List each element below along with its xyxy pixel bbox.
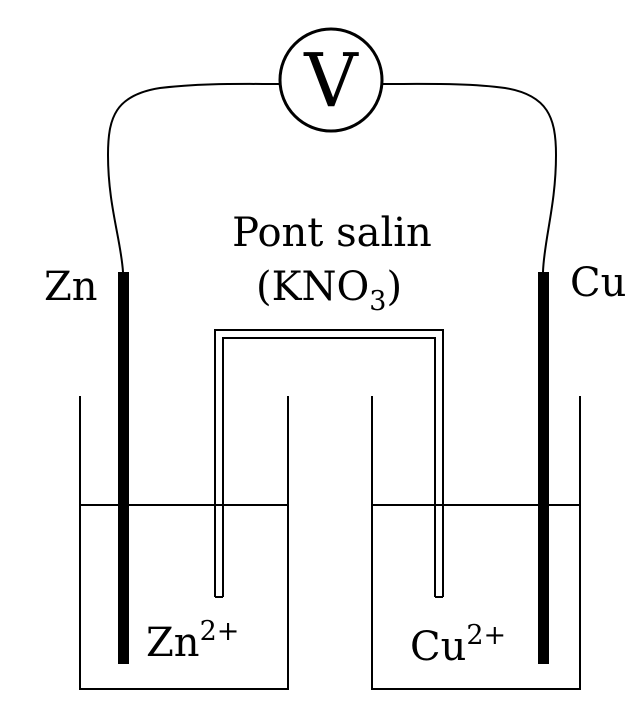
zinc-ion-base: Zn — [146, 620, 200, 666]
zinc-electrode-label: Zn — [44, 264, 98, 310]
beaker-left — [79, 396, 289, 690]
copper-ion-charge: 2+ — [466, 620, 506, 651]
beaker-left-wall — [79, 396, 289, 690]
wire-left — [106, 82, 281, 273]
voltmeter-symbol: V — [303, 38, 359, 124]
formula-open: (KNO — [256, 264, 369, 310]
salt-bridge-inner — [222, 337, 436, 597]
copper-ion-label: Cu2+ — [410, 620, 506, 670]
salt-bridge-title: Pont salin — [232, 210, 432, 256]
salt-bridge-formula: (KNO3) — [256, 264, 402, 317]
wire-right — [382, 82, 558, 273]
copper-electrode — [538, 272, 549, 664]
zinc-ion-charge: 2+ — [200, 616, 240, 647]
formula-close: ) — [386, 264, 402, 310]
copper-ion-base: Cu — [410, 624, 466, 670]
salt-bridge — [214, 329, 444, 598]
beaker-right-wall — [371, 396, 581, 690]
zinc-electrode — [118, 272, 129, 664]
formula-subscript: 3 — [369, 286, 386, 317]
zinc-ion-label: Zn2+ — [146, 616, 239, 666]
voltmeter-circle — [278, 27, 384, 133]
copper-electrode-label: Cu — [570, 260, 626, 306]
voltmeter: V — [278, 27, 384, 133]
salt-bridge-outer — [214, 329, 444, 597]
